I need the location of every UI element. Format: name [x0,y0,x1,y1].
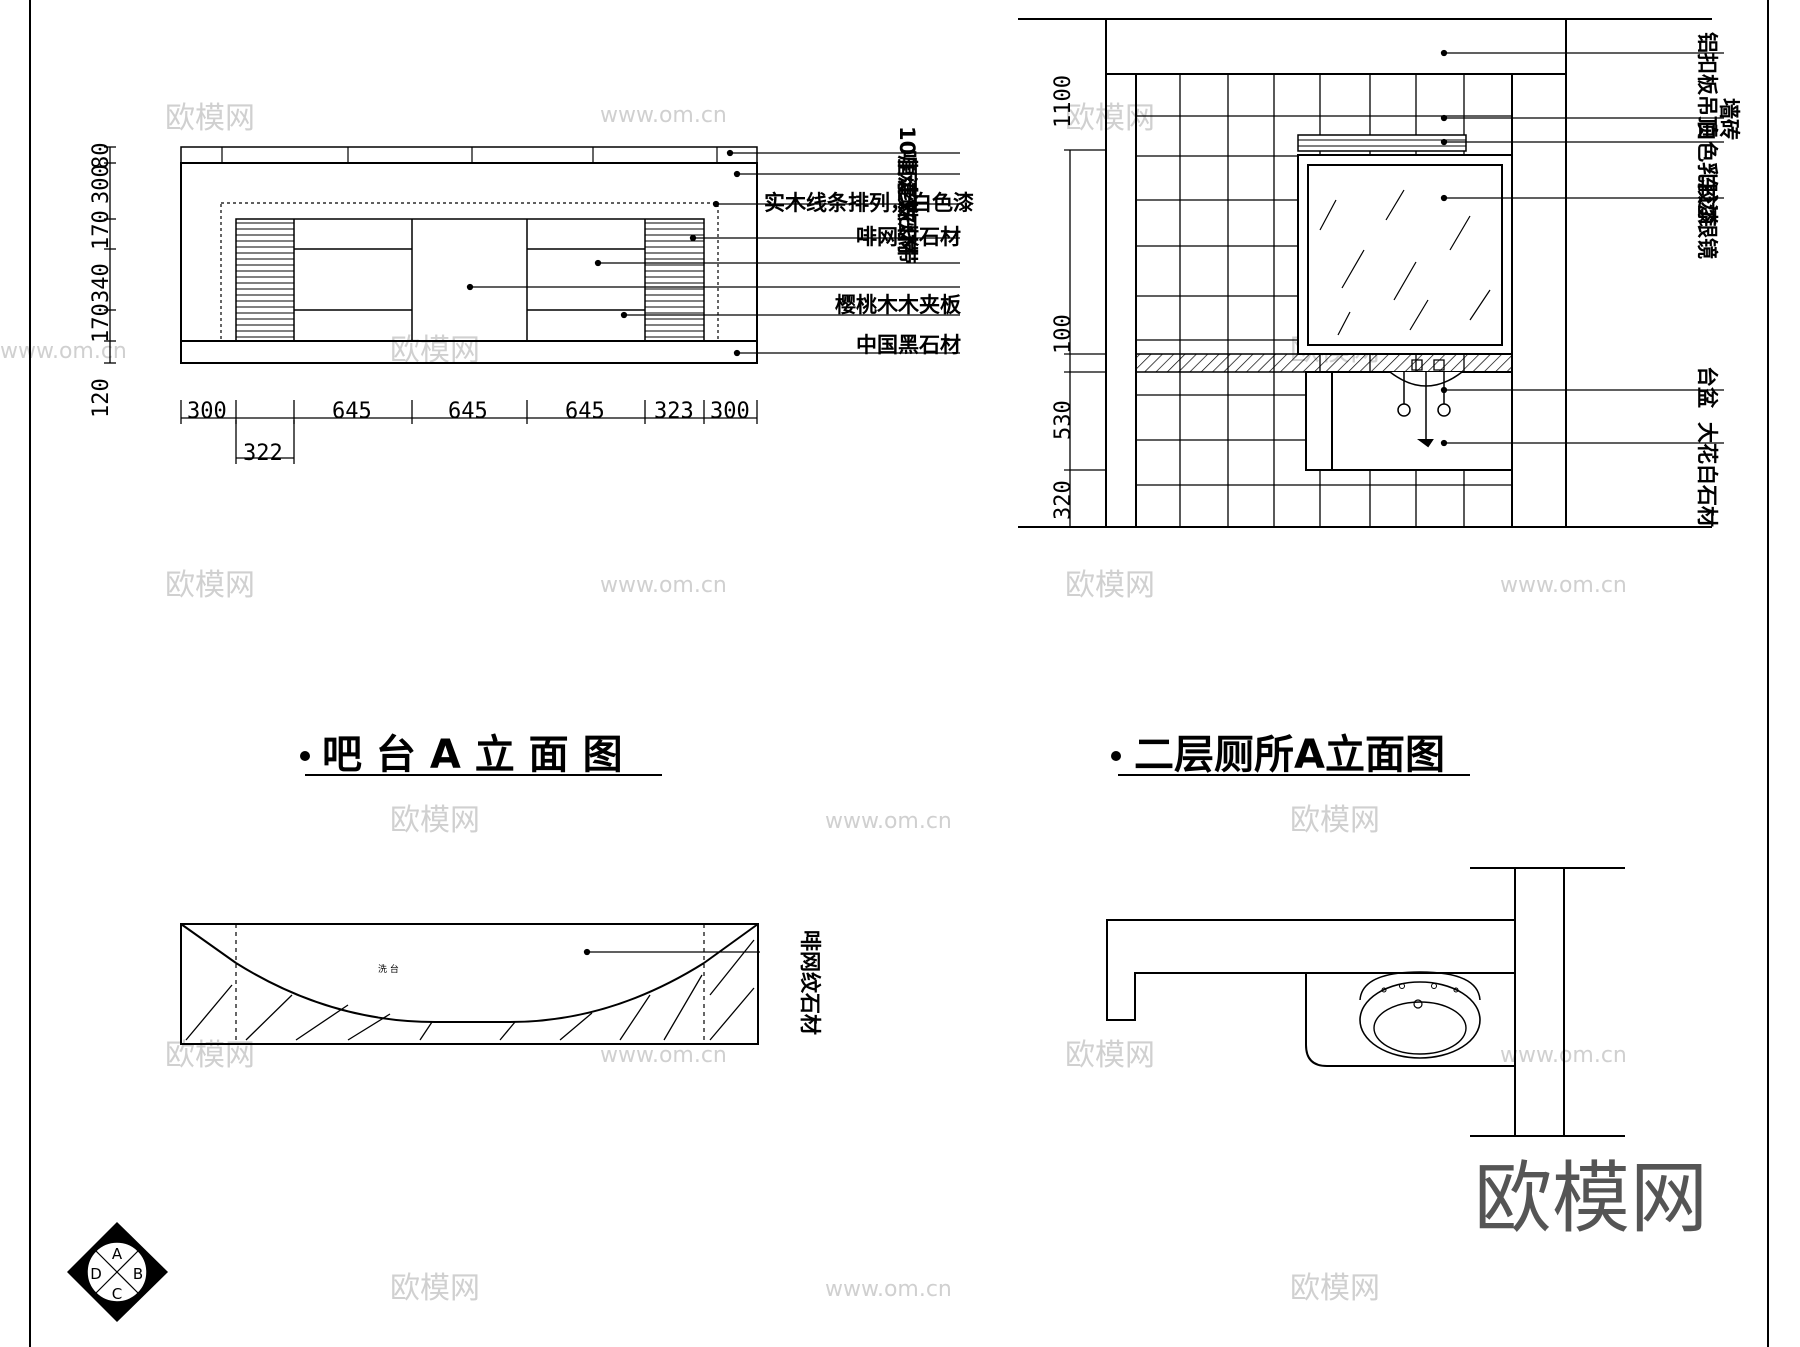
dim-label: 645 [332,399,372,424]
watermark-text: 欧模网 [1065,568,1155,603]
toilet-elevation-leaders [1440,49,1724,447]
watermark-text: 欧模网 [1065,1038,1155,1073]
brand-logo-text: 欧模网 [1474,1154,1708,1244]
dim-label: 1100 [1051,75,1076,128]
material-note: 啡网纹石材 [798,930,822,1035]
dim-label: 300 [89,164,114,204]
watermark-url: www.om.cn [825,809,952,834]
toilet-plan [1106,867,1625,1137]
compass-label: B [133,1265,143,1283]
watermark-text: 欧模网 [165,568,255,603]
dim-label: 322 [243,441,283,466]
sheet-border [29,0,1769,1347]
material-note: 实木线条排列，白色漆 [764,191,974,215]
dim-label: 320 [1051,480,1076,520]
toilet-elevation [1018,18,1712,528]
drawing-title: 吧 台 A 立 面 图 [322,732,623,778]
dim-label: 170 [89,210,114,250]
material-note: 车边银镜 [1695,175,1719,259]
watermark-url: www.om.cn [825,1277,952,1302]
small-mark: 洗 台 [378,963,399,975]
dim-label: 645 [448,399,488,424]
watermark-url: www.om.cn [600,573,727,598]
watermark-text: 欧模网 [390,1271,480,1306]
watermark-url: www.om.cn [600,103,727,128]
material-note: 10厘清玻 [895,126,919,219]
material-note: 台盆 [1695,366,1719,409]
dim-label: 323 [654,399,694,424]
material-note: 啡网纹石材 [895,150,919,255]
bar-elevation-v-dims [104,146,116,364]
watermark-text: 欧模网 [165,101,255,136]
material-note: 走珠灯带 [895,180,919,264]
drawing-title: 二层厕所A立面图 [1134,732,1445,778]
watermark-url: www.om.cn [1500,573,1627,598]
dim-label: 530 [1051,400,1076,440]
dim-label: 300 [187,399,227,424]
bar-plan [180,923,759,1045]
watermark-text: 欧模网 [1290,1271,1380,1306]
dim-label: 80 [89,143,114,170]
watermark-text: 欧模网 [1065,101,1155,136]
toilet-elevation-title-group: 二层厕所A立面图 [1111,732,1470,778]
bar-elevation-leaders [466,149,960,357]
watermark-text: 欧模网 [390,803,480,838]
material-note: 铝扣板吊顶 [1695,32,1719,137]
toilet-elevation-v-dims [1064,149,1106,527]
dim-label: 100 [1051,314,1076,354]
material-note: 樱桃木木夹板 [835,293,962,317]
watermark-layer: 欧模网 www.om.cn 欧模网 欧模网 www.om.cn 欧模网 欧模网 … [0,101,1627,1306]
material-note: 中国黑石材 [856,333,961,357]
compass-label: C [112,1285,122,1303]
compass-symbol: A B C D [67,1222,168,1322]
watermark-url: www.om.cn [600,1043,727,1068]
watermark-text: 欧模网 [1290,803,1380,838]
bar-plan-leader [583,948,760,956]
bar-elevation [180,146,758,364]
material-note: 大花白石材 [1695,422,1719,527]
dim-label: 645 [565,399,605,424]
dim-label: 300 [710,399,750,424]
compass-label: D [90,1265,102,1283]
dim-label: 120 [89,378,114,418]
material-note: 啡网纹石材 [856,225,961,249]
material-note: 墙砖 [1717,98,1741,140]
bar-elevation-h-dims [180,400,758,464]
material-note: 白色乳胶漆 [1695,120,1719,225]
bar-elevation-title-group: 吧 台 A 立 面 图 [300,732,662,778]
watermark-url: www.om.cn [0,339,127,364]
dim-label: 170 [89,303,114,343]
dim-label: 340 [89,263,114,303]
compass-label: A [112,1245,123,1263]
